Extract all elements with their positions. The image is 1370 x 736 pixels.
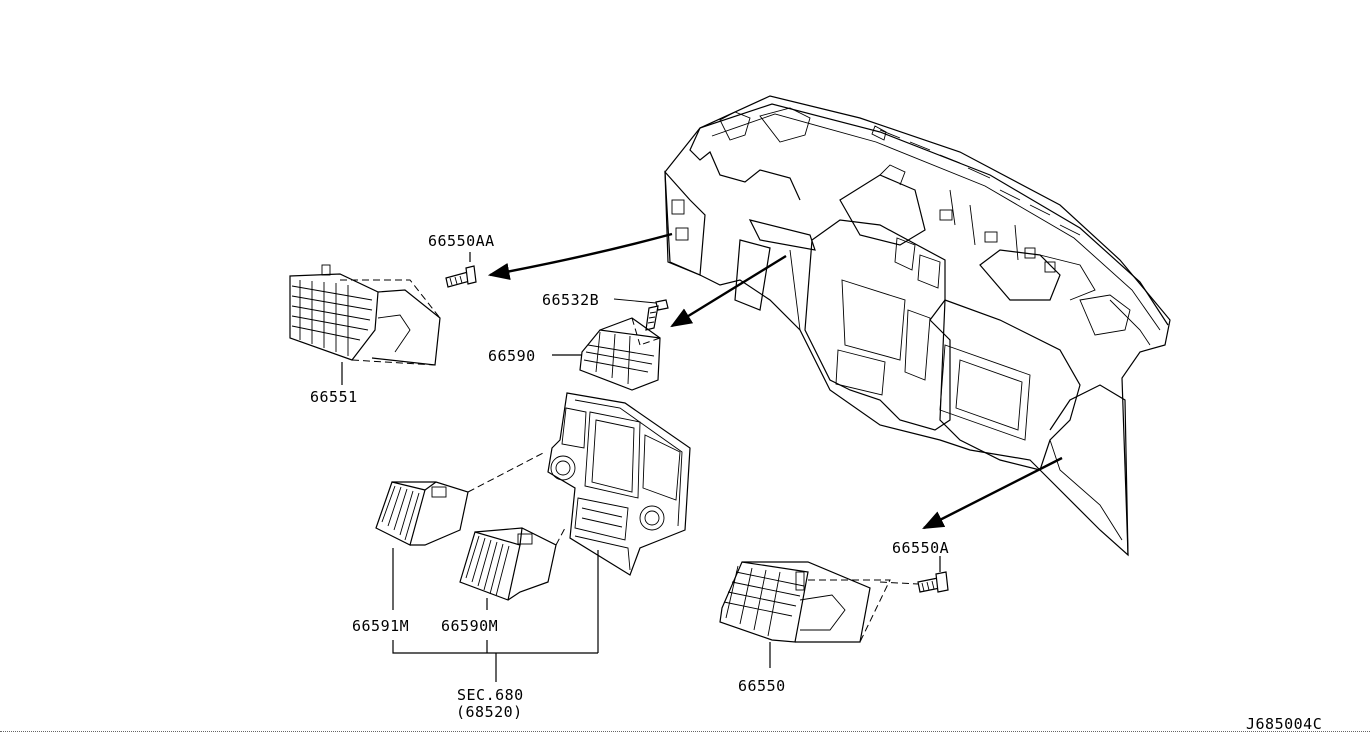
callout-66591M: 66591M (352, 617, 409, 635)
screw-66550A (879, 556, 949, 593)
callout-66551: 66551 (310, 388, 358, 406)
defroster-slots (871, 125, 1081, 236)
callout-66550: 66550 (738, 677, 786, 695)
callout-sec680: SEC.680 (457, 686, 524, 704)
callout-labels: 66550AA 66532B 66590 66551 66591M 66590M… (310, 232, 1322, 733)
sec680-bracket (392, 640, 598, 682)
callout-66590: 66590 (488, 347, 536, 365)
screw-66550AA (445, 252, 477, 288)
side-vent-66550 (719, 561, 891, 668)
assembly-arrows (487, 232, 1063, 530)
drawing-code: J685004C (1246, 715, 1322, 733)
center-vent-66590 (552, 317, 661, 391)
side-vent-66551 (289, 264, 441, 385)
screw-66532B (613, 298, 669, 331)
page-bottom-rule (0, 731, 1370, 732)
callout-66532B: 66532B (542, 291, 599, 309)
instrument-panel-illustration (664, 95, 1171, 557)
callout-66550AA: 66550AA (428, 232, 495, 250)
center-vent-66591M (375, 451, 546, 610)
center-vent-66590M (459, 527, 566, 610)
callout-66590M: 66590M (441, 617, 498, 635)
callout-66550A: 66550A (892, 539, 949, 557)
callout-sec680-sub: (68520) (456, 703, 523, 721)
cluster-bezel (547, 392, 691, 653)
